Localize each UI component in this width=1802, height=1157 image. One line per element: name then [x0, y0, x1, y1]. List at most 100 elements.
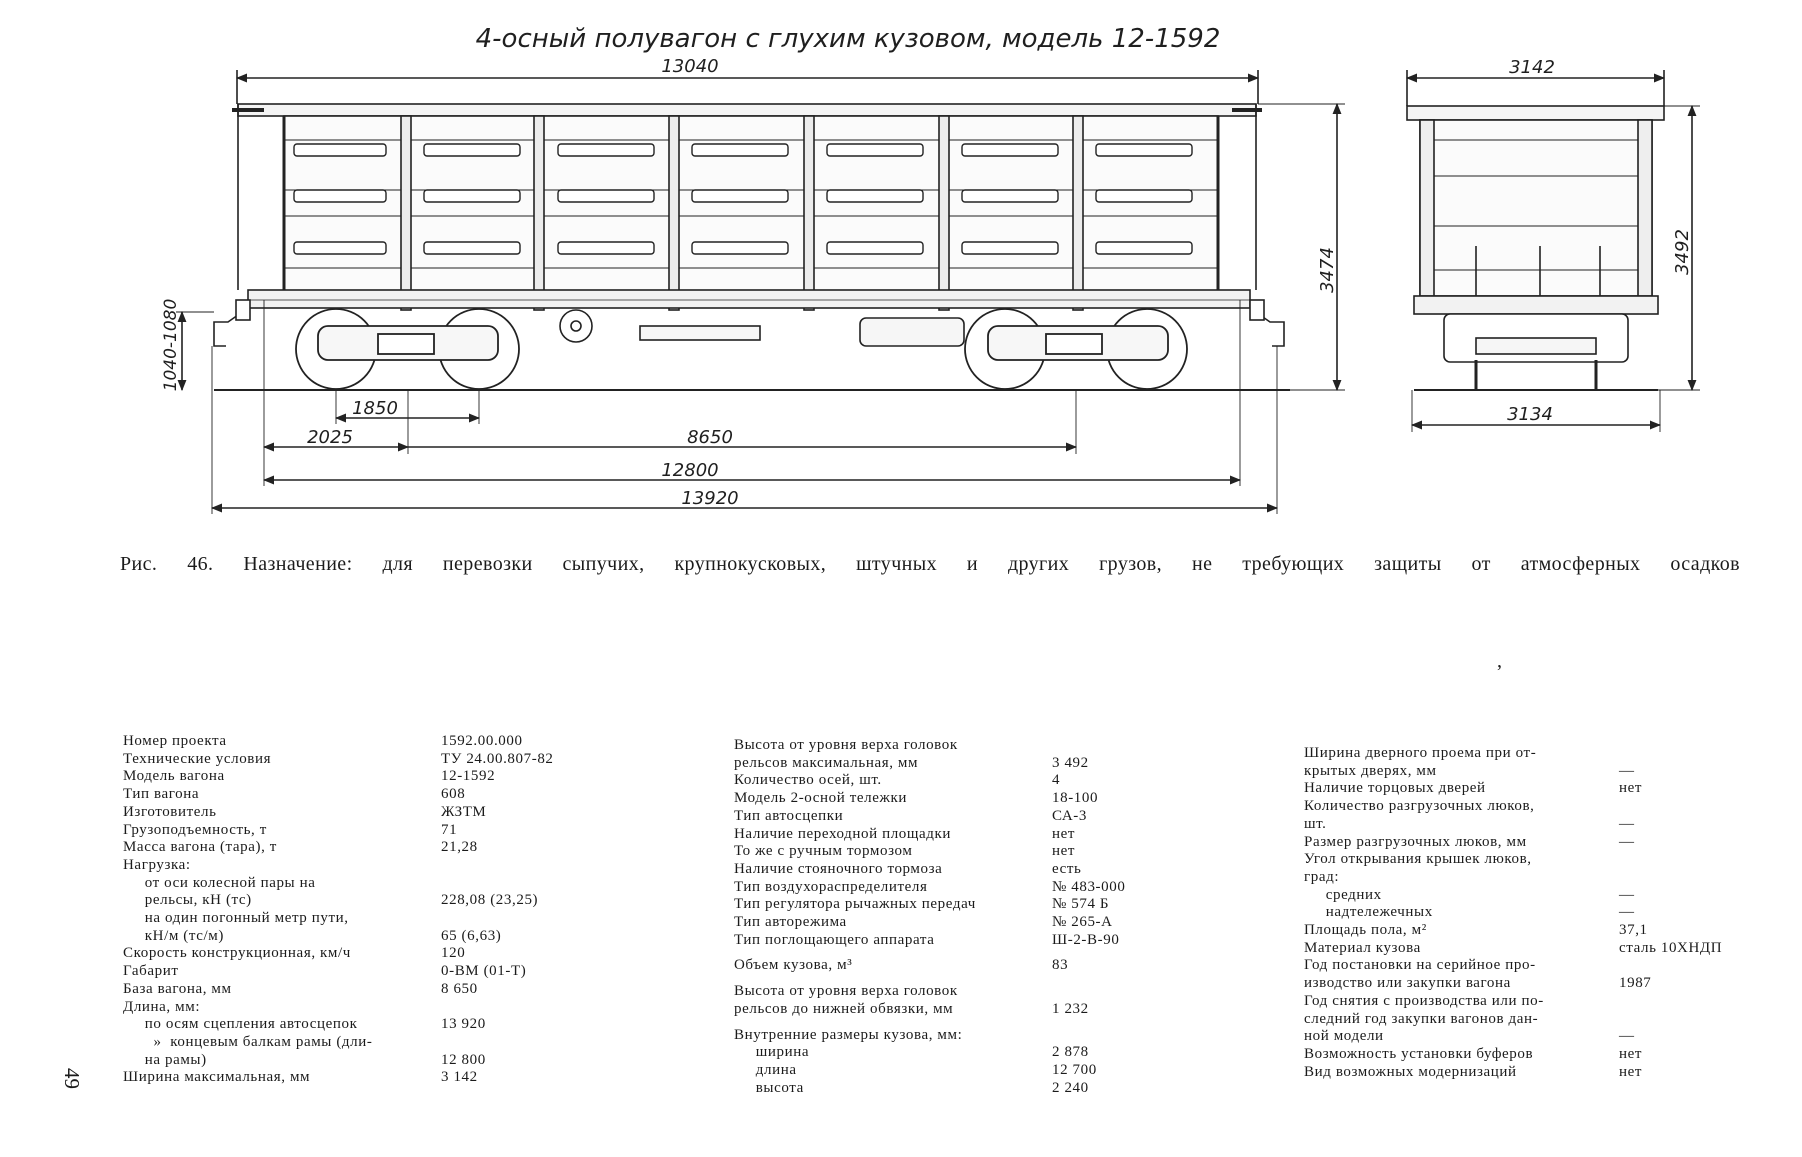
spec-label: Тип поглощающего аппарата — [734, 931, 935, 948]
spec-row: шт.— — [1304, 816, 1722, 834]
spec-value: № 574 Б — [1052, 896, 1110, 913]
spec-label: Высота от уровня верха головок — [734, 737, 958, 753]
spec-label: Тип автосцепки — [734, 807, 844, 824]
spec-value: есть — [1052, 860, 1082, 877]
spec-value: 8 650 — [441, 980, 478, 997]
spec-row: ной модели— — [1304, 1028, 1722, 1046]
spec-value: 71 — [441, 821, 458, 838]
spec-row: Ширина дверного проема при от- — [1304, 745, 1722, 763]
spec-label: Габарит — [123, 963, 179, 980]
spec-value: 4 — [1052, 772, 1061, 789]
spec-row: Тип регулятора рычажных передач № 574 Б — [734, 896, 1125, 914]
spec-value: 228,08 (23,25) — [441, 892, 539, 909]
spec-label: Внутренние размеры кузова, мм: — [734, 1026, 963, 1043]
dim-end-bottom: 3134 — [1507, 404, 1553, 425]
spec-label: Грузоподъемность, т — [123, 821, 267, 838]
spec-value: сталь 10ХНДП — [1619, 939, 1723, 956]
spec-label: на один погонный метр пути, — [123, 910, 349, 927]
spec-row: База вагона, мм 8 650 — [123, 981, 554, 999]
spec-row: средних— — [1304, 887, 1722, 905]
drawing-title: 4-осный полувагон с глухим кузовом, моде… — [476, 24, 1221, 54]
spec-row: Объем кузова, м³ 83 — [734, 957, 1125, 975]
spec-row: Внутренние размеры кузова, мм: — [734, 1027, 1125, 1045]
dim-coupler-height: 1040-1080 — [161, 299, 181, 392]
spec-label: ной модели — [1304, 1028, 1384, 1045]
spec-row: град: — [1304, 869, 1722, 887]
spec-row: Высота от уровня верха головок — [734, 737, 1125, 755]
dim-side-height: 3474 — [1317, 247, 1338, 293]
spec-label: Количество разгрузочных люков, — [1304, 798, 1535, 815]
side-view — [176, 70, 1345, 514]
spec-gap — [734, 949, 1125, 957]
spec-label: рельсов до нижней обвязки, мм — [734, 1000, 954, 1017]
spec-row: на один погонный метр пути, — [123, 910, 554, 928]
spec-row: надтележечных— — [1304, 904, 1722, 922]
spec-value: 83 — [1052, 957, 1069, 974]
spec-value: 0-ВМ (01-Т) — [441, 963, 527, 980]
dim-overall-top: 13040 — [661, 56, 718, 77]
spec-row: Размер разгрузочных люков, мм — — [1304, 834, 1722, 852]
spec-value: нет — [1619, 780, 1643, 797]
dim-end-to-bogie: 2025 — [307, 427, 353, 448]
page-number: 49 — [60, 1068, 84, 1089]
spec-label: Скорость конструкционная, км/ч — [123, 945, 351, 962]
spec-label: от оси колесной пары на — [123, 874, 316, 891]
spec-value: 2 878 — [1052, 1044, 1089, 1061]
end-view — [1405, 70, 1700, 432]
spec-value: нет — [1052, 843, 1076, 860]
spec-label: Тип регулятора рычажных передач — [734, 896, 976, 913]
spec-label: Объем кузова, м³ — [734, 957, 853, 974]
spec-value: № 265-А — [1052, 914, 1113, 931]
spec-label: Размер разгрузочных люков, мм — [1304, 833, 1527, 850]
spec-label: Ширина максимальная, мм — [123, 1069, 311, 1086]
spec-value: СА-3 — [1052, 807, 1087, 824]
spec-label: крытых дверях, мм — [1304, 762, 1437, 779]
spec-value: — — [1619, 833, 1635, 850]
spec-label: Количество осей, шт. — [734, 772, 882, 789]
spec-row: следний год закупки вагонов дан- — [1304, 1011, 1722, 1029]
spec-value: № 483-000 — [1052, 878, 1126, 895]
spec-label: Тип воздухораспределителя — [734, 878, 928, 895]
spec-label: Вид возможных модернизаций — [1304, 1063, 1517, 1080]
spec-row: Тип воздухораспределителя № 483-000 — [734, 879, 1125, 897]
spec-value: 3 142 — [441, 1069, 478, 1086]
dim-coupler-length: 13920 — [681, 488, 738, 509]
spec-label: изводство или закупки вагона — [1304, 975, 1511, 992]
spec-row: на рамы)12 800 — [123, 1052, 554, 1070]
spec-value: — — [1619, 904, 1635, 921]
spec-column-3: Ширина дверного проема при от-крытых две… — [1304, 745, 1722, 1081]
dim-base: 8650 — [687, 427, 733, 448]
spec-value: Ш-2-В-90 — [1052, 931, 1120, 948]
spec-label: рельсов максимальная, мм — [734, 754, 919, 771]
dim-end-height: 3492 — [1672, 229, 1693, 275]
spec-value: 37,1 — [1619, 922, 1648, 939]
spec-label: Модель 2-осной тележки — [734, 790, 907, 807]
dim-frame-length: 12800 — [661, 460, 718, 481]
spec-row: кН/м (тс/м)65 (6,63) — [123, 928, 554, 946]
spec-row: Грузоподъемность, т 71 — [123, 822, 554, 840]
spec-label: Нагрузка: — [123, 856, 191, 873]
spec-row: Тип поглощающего аппарата Ш-2-В-90 — [734, 932, 1125, 950]
spec-value: 12 700 — [1052, 1061, 1097, 1078]
spec-label: Номер проекта — [123, 733, 227, 749]
spec-label: Модель вагона — [123, 768, 225, 785]
stray-mark: , — [1497, 650, 1502, 672]
spec-value: ЖЗТМ — [441, 803, 487, 820]
spec-label: База вагона, мм — [123, 980, 232, 997]
spec-value: 65 (6,63) — [441, 927, 502, 944]
spec-label: следний год закупки вагонов дан- — [1304, 1010, 1539, 1027]
